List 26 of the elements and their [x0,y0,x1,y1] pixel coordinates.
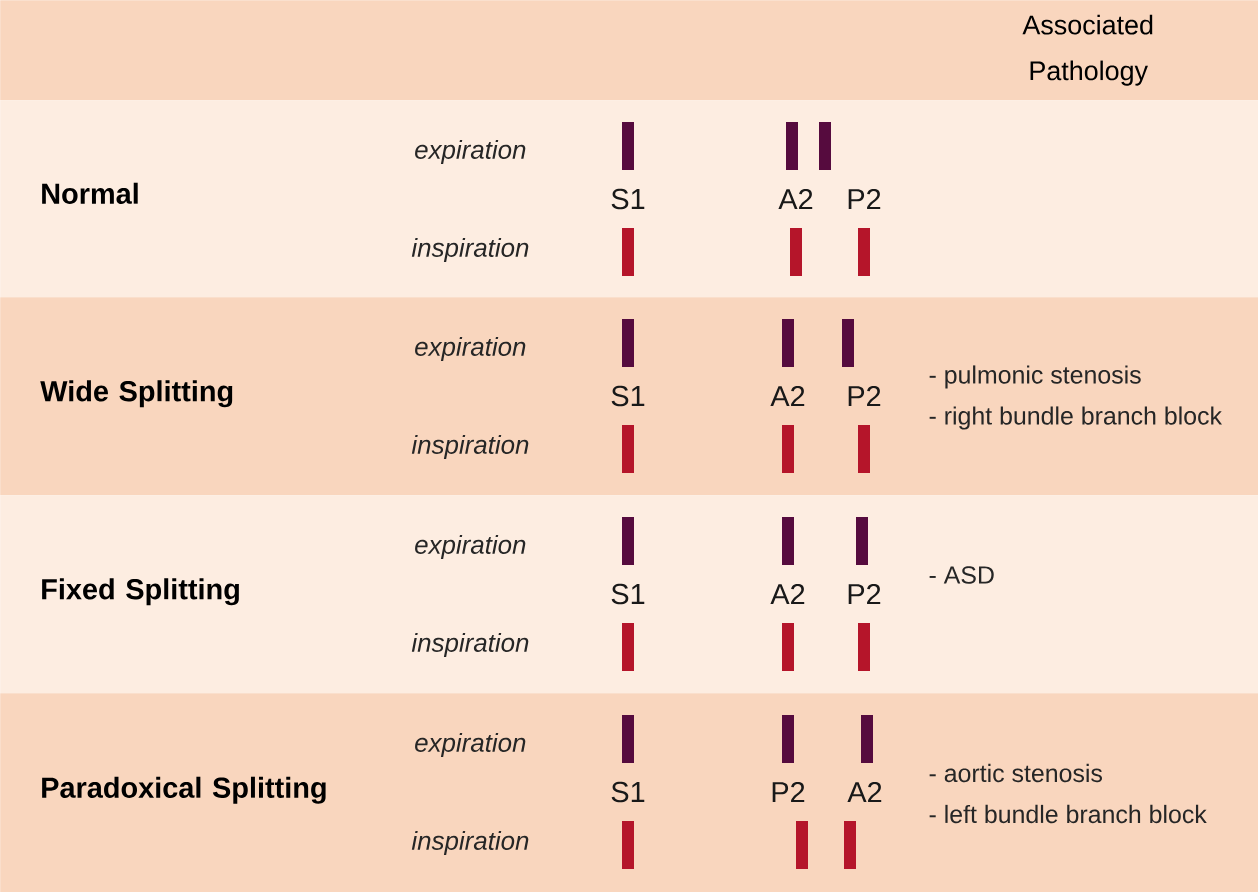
header-band: Associated Pathology [0,0,1258,101]
heart-sound-label: A2 [778,188,813,210]
pathology-text: - ASD [929,566,994,584]
phase-label: expiration [415,732,526,758]
heart-sound-label: P2 [848,385,881,407]
pathology-text: - aortic stenosis [929,763,1102,783]
heart-sound-label: S1 [611,781,645,803]
pathology-text: - left bundle branch block [929,804,1207,824]
heart-sound-label: S1 [611,385,645,407]
phase-label: inspiration [411,237,529,263]
phase-label: inspiration [411,830,529,856]
heart-sound-label: S1 [611,583,645,605]
pathology-text: - pulmonic stenosis [929,365,1141,389]
pathology-text: - right bundle branch block [929,406,1222,430]
heart-sound-label: P2 [848,188,881,210]
heart-sound-label: P2 [772,781,805,803]
phase-label: expiration [415,139,526,165]
phase-label: expiration [415,534,526,560]
phase-label: inspiration [411,632,529,658]
heart-sound-label: P2 [848,583,881,605]
heart-sound-label: A2 [770,385,805,407]
heart-sound-label: A2 [847,781,882,803]
heart-sound-label: A2 [770,583,805,605]
phase-label: expiration [415,336,526,362]
phase-label: inspiration [411,434,529,460]
heart-sound-label: S1 [611,188,645,210]
